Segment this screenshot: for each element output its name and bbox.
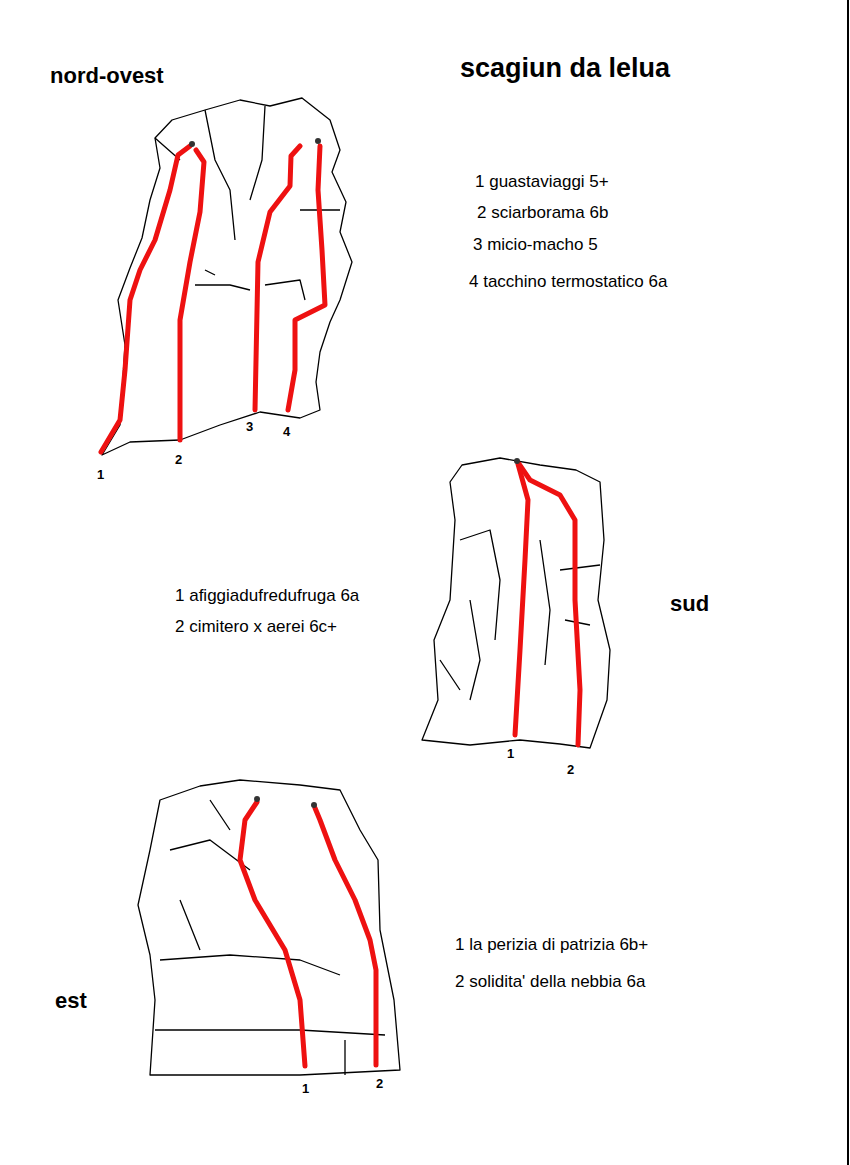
rock-outline	[102, 98, 352, 455]
route-line	[288, 146, 325, 410]
route-entry: 1 la perizia di patrizia 6b+	[455, 935, 648, 955]
route-line	[519, 464, 580, 745]
rock-outline	[138, 780, 400, 1075]
route-entry: 3 micio-macho 5	[473, 235, 598, 255]
route-entry: 2 sciarborama 6b	[477, 203, 608, 223]
rock-crack	[155, 800, 385, 1075]
route-entry: 1 afiggiadufredufruga 6a	[175, 586, 359, 606]
route-line	[240, 802, 305, 1066]
callout-number: 1	[97, 467, 104, 483]
callout-number: 1	[302, 1081, 309, 1097]
belay-anchor	[514, 458, 520, 464]
callout-number: 4	[283, 424, 290, 440]
belay-anchor	[254, 796, 260, 802]
callout-number: 2	[567, 762, 574, 778]
callout-number: 1	[507, 746, 514, 762]
page-title: scagiun da lelua	[460, 52, 670, 84]
face-name: sud	[670, 591, 709, 617]
face-name: nord-ovest	[50, 63, 164, 89]
face-name: est	[55, 988, 87, 1014]
route-entry: 1 guastaviaggi 5+	[475, 172, 609, 192]
callout-number: 2	[175, 452, 182, 468]
route-line	[315, 808, 376, 1065]
rock-outline	[422, 458, 610, 748]
route-line	[180, 150, 204, 440]
callout-number: 2	[376, 1076, 383, 1092]
rock-crack	[155, 106, 340, 300]
callout-number: 3	[246, 419, 253, 435]
belay-anchor	[315, 138, 321, 144]
route-entry: 2 cimitero x aerei 6c+	[175, 617, 337, 637]
route-entry: 4 tacchino termostatico 6a	[469, 272, 667, 292]
route-line	[101, 146, 190, 452]
belay-anchor	[311, 802, 317, 808]
page-edge	[847, 0, 849, 1165]
belay-anchor	[189, 141, 195, 147]
route-entry: 2 solidita' della nebbia 6a	[455, 972, 645, 992]
route-line	[515, 464, 528, 735]
